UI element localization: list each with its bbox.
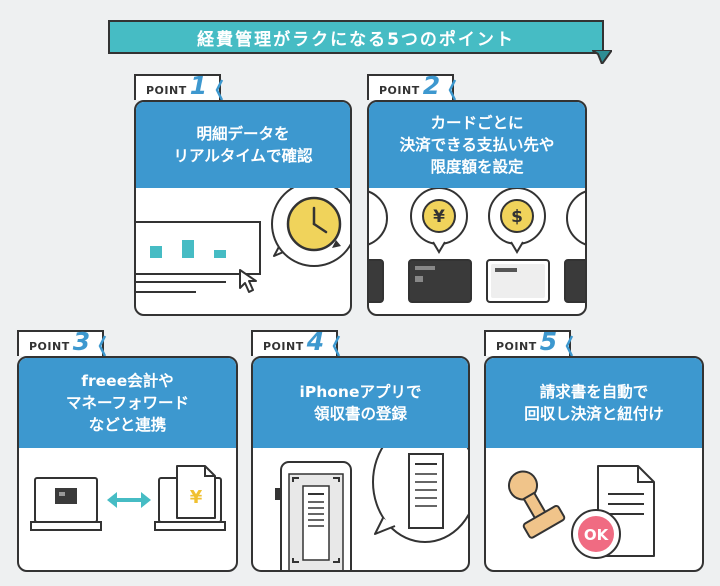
card-icon — [408, 259, 472, 303]
tag-slash-icon — [332, 335, 341, 357]
point-3-tag: POINT 3 — [17, 327, 107, 357]
point-3-line: マネーフォワード — [65, 394, 190, 412]
dollar-icon: $ — [488, 188, 546, 254]
tag-slash-icon — [98, 335, 107, 357]
point-3-heading: freee会計や マネーフォワード などと連携 — [19, 358, 236, 448]
chart-bar — [150, 246, 162, 258]
point-5-number: 5 — [539, 327, 558, 356]
yen-symbol: ¥ — [190, 487, 203, 508]
point-5-heading: 請求書を自動で 回収し決済と紐付け — [486, 358, 702, 448]
point-3-number: 3 — [72, 327, 91, 356]
point-1-card: 明細データを リアルタイムで確認 — [134, 100, 352, 316]
point-5-line: 回収し決済と紐付け — [524, 405, 664, 423]
tag-slash-icon — [565, 335, 574, 357]
point-2-card: カードごとに 決済できる支払い先や 限度額を設定 ¥ $ — [367, 100, 587, 316]
chart-bar — [214, 250, 226, 258]
receipt-icon — [372, 448, 468, 543]
banner-fold-icon — [592, 50, 612, 64]
point-5-illustration: OK — [508, 465, 655, 559]
point-4-line: iPhoneアプリで — [299, 383, 422, 401]
card-icon — [486, 259, 550, 303]
point-1-number: 1 — [189, 71, 208, 100]
point-1-tag: POINT 1 — [134, 71, 224, 101]
clock-icon — [271, 188, 350, 267]
chart-bar — [182, 240, 194, 258]
document-yen-icon: ¥ — [154, 465, 226, 531]
tag-slash-icon — [215, 79, 224, 101]
header-banner: 経費管理がラクになる5つのポイント — [108, 20, 612, 64]
point-2-line: 限度額を設定 — [430, 158, 524, 176]
point-4-label: POINT — [263, 340, 304, 353]
yen-icon: ¥ — [410, 188, 468, 254]
page-title: 経費管理がラクになる5つのポイント — [197, 29, 515, 50]
ok-icon: OK — [571, 509, 621, 559]
point-2-number: 2 — [422, 71, 441, 100]
point-1-line: リアルタイムで確認 — [173, 147, 313, 165]
point-1-label: POINT — [146, 84, 187, 97]
point-2-heading: カードごとに 決済できる支払い先や 限度額を設定 — [369, 102, 585, 188]
ok-symbol: OK — [584, 526, 610, 544]
point-2-tag: POINT 2 — [367, 71, 457, 101]
point-4-heading: iPhoneアプリで 領収書の登録 — [253, 358, 468, 448]
cursor-icon — [239, 269, 257, 293]
point-4-line: 領収書の登録 — [313, 405, 407, 423]
point-3-label: POINT — [29, 340, 70, 353]
point-5-tag: POINT 5 — [484, 327, 574, 357]
tag-slash-icon — [448, 79, 457, 101]
yen-symbol: ¥ — [433, 207, 445, 227]
point-3-line: などと連携 — [88, 416, 167, 434]
point-3-card: freee会計や マネーフォワード などと連携 ¥ — [17, 356, 238, 572]
monitor-icon — [30, 477, 102, 531]
point-4-number: 4 — [306, 327, 325, 356]
point-1-line: 明細データを — [196, 125, 290, 143]
banner-box: 経費管理がラクになる5つのポイント — [108, 20, 604, 54]
stamp-icon — [508, 470, 566, 539]
point-4-tag: POINT 4 — [251, 327, 341, 357]
dollar-symbol: $ — [511, 207, 523, 227]
point-2-line: カードごとに — [430, 114, 524, 132]
point-4-illustration — [275, 448, 468, 570]
point-3-line: freee会計や — [81, 372, 174, 390]
point-4-card: iPhoneアプリで 領収書の登録 — [251, 356, 470, 572]
point-5-card: 請求書を自動で 回収し決済と紐付け OK — [484, 356, 704, 572]
phone-icon — [275, 461, 352, 570]
point-2-line: 決済できる支払い先や — [399, 136, 555, 154]
swap-arrow-icon — [107, 492, 151, 508]
point-2-illustration: ¥ $ — [369, 188, 585, 303]
point-1-heading: 明細データを リアルタイムで確認 — [136, 102, 350, 188]
point-5-line: 請求書を自動で — [539, 383, 649, 401]
point-2-label: POINT — [379, 84, 420, 97]
point-3-illustration: ¥ — [30, 465, 226, 531]
point-5-label: POINT — [496, 340, 537, 353]
point-1-illustration — [136, 188, 350, 293]
